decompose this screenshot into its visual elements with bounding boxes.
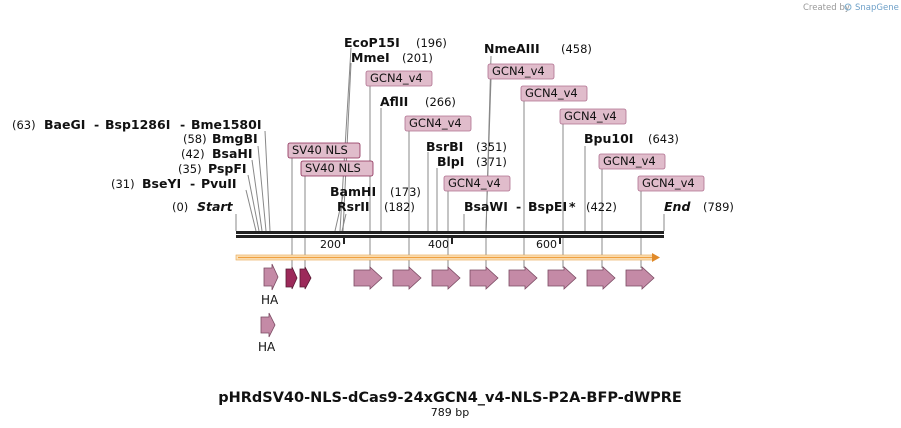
tick-600: 600 [536, 238, 557, 251]
end-position: (789) [703, 200, 734, 214]
enzyme-pvuii[interactable]: PvuII [201, 176, 237, 191]
enzyme-bmgbi[interactable]: BmgBI [212, 131, 258, 146]
start-position: (0) [172, 200, 188, 214]
feature-arrows [260, 263, 655, 338]
enzyme-bsrbi[interactable]: BsrBI [426, 139, 463, 154]
feature-sv40-nls-1[interactable]: SV40 NLS [287, 142, 361, 159]
enzyme-bpu10i-pos: (643) [648, 132, 679, 146]
ha-label-2: HA [258, 340, 276, 354]
enzyme-bamhi-pos: (173) [390, 185, 421, 199]
gcn4-arrow-4[interactable] [469, 266, 499, 290]
feature-gcn4-8-label: GCN4_v4 [642, 176, 695, 190]
enzyme-bsawi[interactable]: BsaWI [464, 199, 508, 214]
enzyme-ecop15i[interactable]: EcoP15I [344, 35, 400, 50]
plasmid-title: pHRdSV40-NLS-dCas9-24xGCN4_v4-NLS-P2A-BF… [218, 390, 682, 406]
gcn4-arrow-6[interactable] [547, 266, 577, 290]
feature-sv40-nls-2[interactable]: SV40 NLS [300, 160, 374, 177]
feature-gcn4-1[interactable]: GCN4_v4 [365, 70, 433, 87]
nls-arrow-1[interactable] [285, 266, 298, 290]
enzyme-aflii-pos: (266) [425, 95, 456, 109]
ha-arrow-1[interactable] [263, 263, 279, 291]
enzyme-blpi-pos: (371) [476, 155, 507, 169]
feature-gcn4-5-label: GCN4_v4 [564, 109, 617, 123]
ruler: 200 400 600 [320, 238, 561, 251]
feature-gcn4-6-label: GCN4_v4 [603, 154, 656, 168]
feature-gcn4-2[interactable]: GCN4_v4 [487, 63, 555, 80]
feature-gcn4-7[interactable]: GCN4_v4 [443, 175, 511, 192]
enzyme-bsahi[interactable]: BsaHI [212, 146, 253, 161]
enzyme-bsahi-pos: (42) [181, 147, 205, 161]
orf-bar[interactable] [235, 253, 660, 262]
feature-gcn4-6[interactable]: GCN4_v4 [598, 153, 666, 170]
enzyme-bamhi[interactable]: BamHI [330, 184, 376, 199]
enzyme-ecop15i-pos: (196) [416, 36, 447, 50]
credit-brand[interactable]: SnapGene [855, 3, 899, 13]
feature-gcn4-4[interactable]: GCN4_v4 [404, 115, 472, 132]
enzyme-rsrii[interactable]: RsrII [337, 199, 370, 214]
feature-labels: GCN4_v4 GCN4_v4 GCN4_v4 GCN4_v4 GCN4_v4 … [287, 63, 705, 192]
plasmid-length: 789 bp [431, 406, 469, 419]
enzyme-bspei-mark: * [569, 199, 576, 214]
credit-prefix: Created by [803, 3, 850, 13]
enzyme-pspfi[interactable]: PspFI [208, 161, 247, 176]
enzyme-bseyi-pos: (31) [111, 177, 135, 191]
gcn4-arrow-7[interactable] [586, 266, 616, 290]
enzyme-separator-4: - [516, 199, 521, 214]
enzyme-blpi[interactable]: BlpI [437, 154, 464, 169]
start-label: Start [197, 199, 234, 214]
enzyme-separator-1: - [94, 117, 99, 132]
enzyme-rsrii-pos: (182) [384, 200, 415, 214]
enzyme-bsrbi-pos: (351) [476, 140, 507, 154]
feature-sv40-nls-1-label: SV40 NLS [292, 143, 348, 157]
gcn4-arrow-3[interactable] [431, 266, 461, 290]
enzyme-bspei-pos: (422) [586, 200, 617, 214]
enzyme-mmei[interactable]: MmeI [351, 50, 390, 65]
enzyme-bspei[interactable]: BspEI [528, 199, 567, 214]
feature-gcn4-5[interactable]: GCN4_v4 [559, 108, 627, 125]
gcn4-arrow-8[interactable] [625, 266, 655, 290]
enzyme-aflii[interactable]: AflII [380, 94, 408, 109]
feature-sv40-nls-2-label: SV40 NLS [305, 161, 361, 175]
tick-400: 400 [428, 238, 449, 251]
feature-gcn4-2-label: GCN4_v4 [492, 64, 545, 78]
enzyme-bseyi[interactable]: BseYI [142, 176, 181, 191]
ha-arrow-2[interactable] [260, 312, 276, 338]
sequence-line[interactable] [236, 231, 664, 238]
feature-gcn4-1-label: GCN4_v4 [370, 71, 423, 85]
enzyme-bmgbi-pos: (58) [183, 132, 207, 146]
tick-200: 200 [320, 238, 341, 251]
enzyme-pspfi-pos: (35) [178, 162, 202, 176]
enzyme-separator-2: - [180, 117, 185, 132]
nls-arrow-2[interactable] [299, 266, 312, 290]
feature-gcn4-3[interactable]: GCN4_v4 [520, 85, 588, 102]
feature-gcn4-4-label: GCN4_v4 [409, 116, 462, 130]
enzyme-bme1580i[interactable]: Bme1580I [191, 117, 261, 132]
feature-gcn4-8[interactable]: GCN4_v4 [637, 175, 705, 192]
feature-gcn4-3-label: GCN4_v4 [525, 86, 578, 100]
enzyme-mmei-pos: (201) [402, 51, 433, 65]
gcn4-arrow-5[interactable] [508, 266, 538, 290]
enzyme-separator-3: - [190, 176, 195, 191]
enzyme-bpu10i[interactable]: Bpu10I [584, 131, 633, 146]
enzyme-nmeaiii[interactable]: NmeAIII [484, 41, 540, 56]
enzyme-nmeaiii-pos: (458) [561, 42, 592, 56]
cut-site-lines [235, 47, 665, 268]
enzyme-bsp1286i[interactable]: Bsp1286I [105, 117, 170, 132]
ha-label-1: HA [261, 293, 279, 307]
enzyme-baegi[interactable]: BaeGI [44, 117, 85, 132]
end-label: End [664, 199, 691, 214]
gcn4-arrow-1[interactable] [353, 266, 383, 290]
gcn4-arrow-2[interactable] [392, 266, 422, 290]
enzyme-baegi-pos: (63) [12, 118, 36, 132]
feature-gcn4-7-label: GCN4_v4 [448, 176, 501, 190]
snapgene-logo-icon [844, 3, 852, 11]
